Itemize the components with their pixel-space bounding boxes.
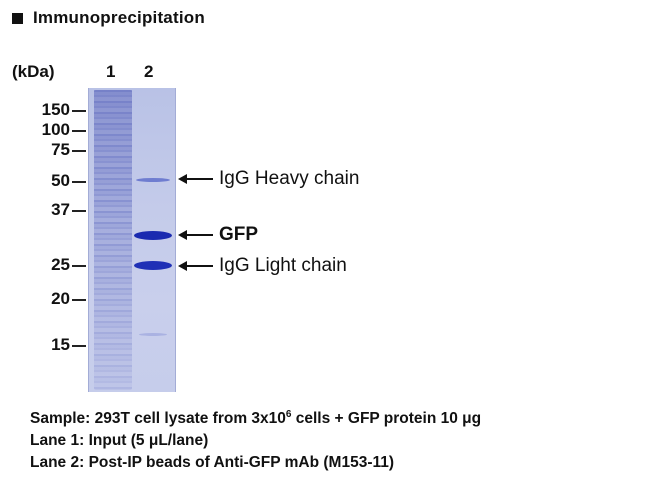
marker-label-100: 100: [41, 120, 70, 139]
molecular-weight-unit: (kDa): [12, 62, 55, 81]
marker-label-75: 75: [51, 140, 70, 159]
arrow-shaft: [187, 178, 213, 180]
lane-2-note: Lane 2: Post-IP beads of Anti-GFP mAb (M…: [30, 454, 395, 472]
arrow-shaft: [187, 265, 213, 267]
marker-label-50: 50: [51, 171, 70, 190]
sample-note: Sample: 293T cell lysate from 3x106 cell…: [30, 404, 481, 430]
marker-tick: [72, 345, 86, 347]
sample-note-suffix: cells + GFP protein 10 μg: [291, 410, 482, 428]
figure-notes: Sample: 293T cell lysate from 3x106 cell…: [30, 404, 481, 474]
arrow-left-icon: [178, 261, 187, 271]
bullet-square-icon: [12, 12, 23, 24]
sample-note-exponent: 6: [285, 409, 292, 420]
arrow-left-icon: [178, 230, 187, 240]
marker-label-25: 25: [51, 255, 70, 274]
marker-tick: [72, 299, 86, 301]
marker-tick: [72, 181, 86, 183]
lane-1-shading: [94, 90, 132, 390]
annotation-igg-heavy: IgG Heavy chain: [178, 168, 359, 190]
marker-label-15: 15: [51, 335, 70, 354]
annotation-igg-light: IgG Light chain: [178, 255, 347, 277]
marker-tick: [72, 265, 86, 267]
band-igg-light: [134, 261, 172, 270]
marker-label-150: 150: [41, 100, 70, 119]
marker-label-37: 37: [51, 200, 70, 219]
lane-1-note: Lane 1: Input (5 μL/lane): [30, 432, 209, 450]
marker-tick: [72, 150, 86, 152]
figure-title: Immunoprecipitation: [33, 8, 205, 27]
marker-tick: [72, 130, 86, 132]
band-gfp: [134, 231, 172, 240]
arrow-shaft: [187, 234, 213, 236]
figure-header: Immunoprecipitation: [12, 8, 205, 28]
gel-image: [88, 88, 176, 392]
label-igg-light: IgG Light chain: [219, 255, 347, 276]
marker-tick: [72, 210, 86, 212]
band-igg-heavy: [136, 178, 170, 182]
label-igg-heavy: IgG Heavy chain: [219, 168, 360, 189]
marker-tick: [72, 110, 86, 112]
band-faint: [139, 333, 167, 336]
sample-note-prefix: Sample: 293T cell lysate from 3x10: [30, 410, 286, 428]
marker-label-20: 20: [51, 289, 70, 308]
lane-number-2: 2: [144, 62, 154, 81]
lane-number-1: 1: [106, 62, 116, 81]
annotation-gfp: GFP: [178, 224, 258, 246]
arrow-left-icon: [178, 174, 187, 184]
label-gfp: GFP: [219, 224, 259, 245]
